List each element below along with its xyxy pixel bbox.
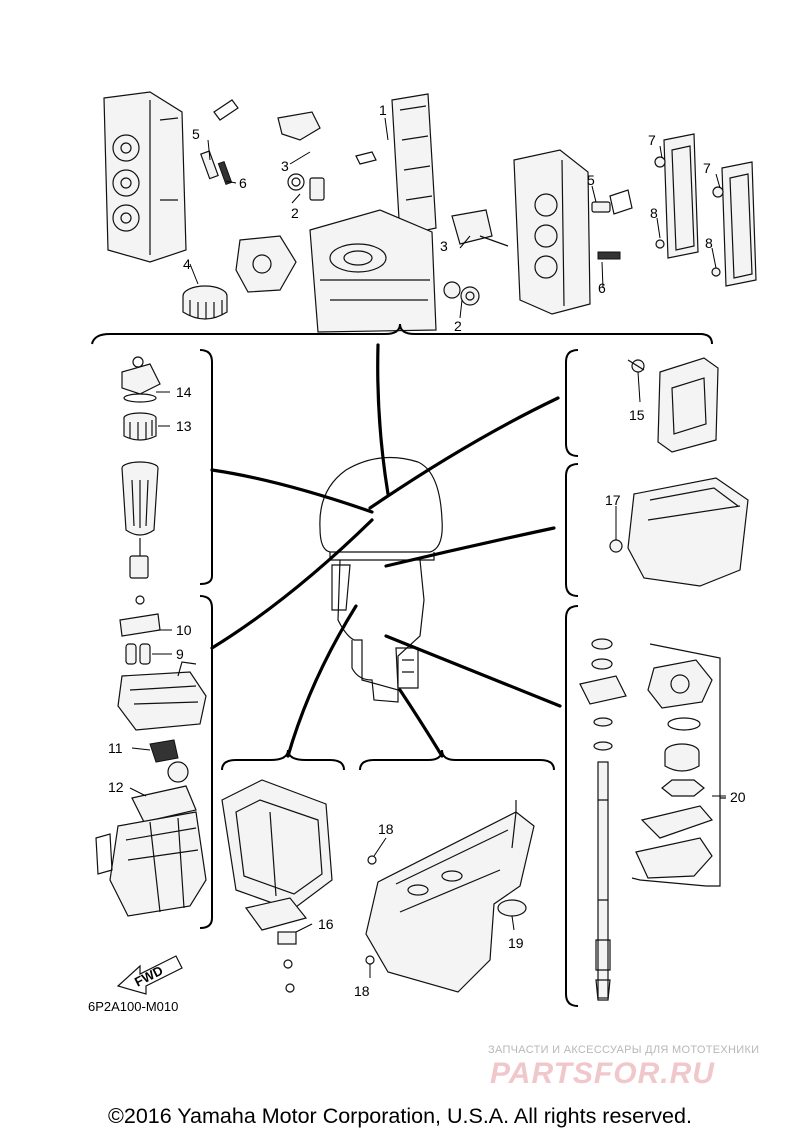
callout-12: 12 <box>108 779 124 795</box>
callout-6: 6 <box>239 175 247 191</box>
callout-1: 1 <box>379 102 387 118</box>
callout-18: 18 <box>378 821 394 837</box>
lower-unit <box>351 640 399 703</box>
callout-2: 2 <box>454 318 462 334</box>
oil-pan-drawing <box>609 477 749 587</box>
callout-3: 3 <box>440 238 448 254</box>
drive-shaft-drawing <box>579 638 627 1001</box>
leader-lines-sides <box>129 371 726 978</box>
thermostat-cover-left-drawing <box>277 111 325 201</box>
connector-lines <box>210 343 562 758</box>
callout-8: 8 <box>650 205 658 221</box>
watermark-logo[interactable]: PARTSFOR.RU <box>490 1057 715 1090</box>
right-column <box>565 349 749 1007</box>
exhaust-plate-drawing <box>627 357 719 453</box>
engine-cowling <box>319 456 443 553</box>
callout-7: 7 <box>648 132 656 148</box>
callout-2: 2 <box>291 205 299 221</box>
bottom-center <box>221 749 555 993</box>
callout-3: 3 <box>281 158 289 174</box>
lower-unit-drawing <box>365 800 535 993</box>
powerhead-bracket <box>91 323 713 345</box>
thermostat-cover-right-drawing <box>443 209 509 306</box>
callout-labels: 1 2 2 3 3 4 5 5 6 6 7 7 8 8 9 10 11 12 1… <box>108 102 746 999</box>
head-cover-drawing <box>355 93 437 237</box>
callout-6: 6 <box>598 280 606 296</box>
upper-case-drawing <box>221 779 333 993</box>
leader-lines-top <box>189 117 721 319</box>
exhaust-covers-drawing <box>654 133 757 287</box>
callout-10: 10 <box>176 622 192 638</box>
callout-20: 20 <box>730 789 746 805</box>
callout-16: 16 <box>318 916 334 932</box>
callout-17: 17 <box>605 492 621 508</box>
callout-9: 9 <box>176 646 184 662</box>
fuel-filter-drawing <box>121 356 161 579</box>
callout-18: 18 <box>354 983 370 999</box>
callout-15: 15 <box>629 407 645 423</box>
cylinder-head-right-drawing <box>513 149 591 315</box>
water-pump-kit-drawing <box>631 643 726 887</box>
callout-19: 19 <box>508 935 524 951</box>
diagram-code: 6P2A100-M010 <box>88 999 178 1014</box>
spark-plug-right-drawing <box>591 189 633 260</box>
gearcase <box>395 647 419 689</box>
copyright-notice: ©2016 Yamaha Motor Corporation, U.S.A. A… <box>108 1104 692 1128</box>
fwd-arrow[interactable]: FWD <box>116 955 183 995</box>
spark-plug-left-drawing <box>200 99 239 186</box>
outboard-silhouette <box>319 456 443 703</box>
powerhead-section <box>91 91 757 345</box>
callout-11: 11 <box>108 740 123 756</box>
oil-pump-drawing <box>235 235 297 293</box>
vapor-separator-drawing <box>117 595 207 731</box>
fwd-label: FWD <box>132 963 165 990</box>
left-column <box>95 349 213 929</box>
midsection <box>337 559 425 691</box>
callout-4: 4 <box>183 256 191 272</box>
callout-5: 5 <box>192 126 200 142</box>
callout-5: 5 <box>587 172 595 188</box>
watermark-subtitle: ЗАПЧАСТИ И АКСЕССУАРЫ ДЛЯ МОТОТЕХНИКИ <box>488 1044 760 1056</box>
callout-14: 14 <box>176 384 192 400</box>
oil-filter-drawing <box>182 285 228 320</box>
engine-block-drawing <box>309 209 437 333</box>
fuel-pump-drawing <box>95 761 207 917</box>
cylinder-head-left-drawing <box>103 91 187 263</box>
callout-13: 13 <box>176 418 192 434</box>
callout-8: 8 <box>705 235 713 251</box>
callout-7: 7 <box>703 160 711 176</box>
sensor-drawing <box>149 739 179 763</box>
